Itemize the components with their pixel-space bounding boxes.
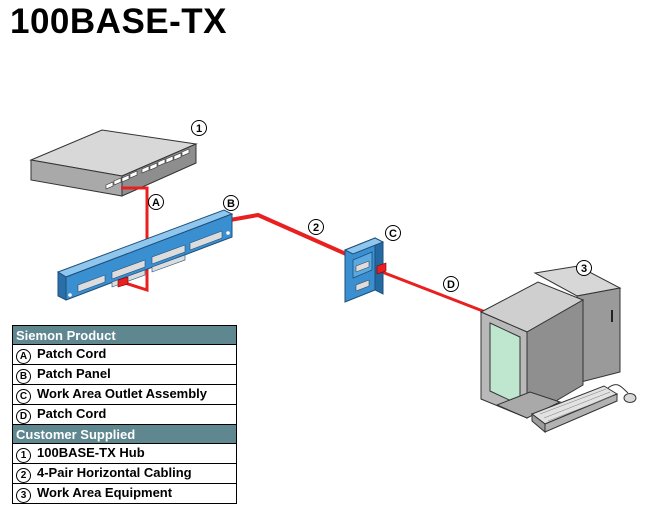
legend-marker: C	[16, 389, 31, 404]
callout-b-label: B	[227, 198, 235, 210]
callout-1-label: 1	[196, 123, 202, 135]
patch-panel	[56, 209, 234, 301]
callout-b: B	[223, 195, 239, 211]
callout-2: 2	[308, 219, 324, 235]
legend-row: A Patch Cord	[12, 344, 237, 365]
callout-a-label: A	[152, 197, 160, 209]
callout-2-label: 2	[313, 222, 319, 234]
legend-marker: 2	[16, 468, 31, 483]
legend-row: D Patch Cord	[12, 404, 237, 425]
legend-header-row: Customer Supplied	[12, 424, 237, 444]
work-area-outlet	[343, 237, 387, 303]
callout-c-label: C	[389, 228, 397, 240]
legend-marker: 1	[16, 448, 31, 463]
legend-marker: D	[16, 409, 31, 424]
legend-row: B Patch Panel	[12, 364, 237, 385]
legend-row: 1 100BASE-TX Hub	[12, 443, 237, 464]
callout-3: 3	[576, 260, 592, 276]
legend-marker: B	[16, 369, 31, 384]
legend-marker: 3	[16, 488, 31, 503]
legend-label: 100BASE-TX Hub	[37, 445, 145, 460]
legend-label: Patch Panel	[37, 366, 111, 381]
cable-patch-cord-d	[381, 270, 489, 315]
callout-c: C	[385, 225, 401, 241]
legend-label: Patch Cord	[37, 406, 107, 421]
legend-label: Patch Cord	[37, 346, 107, 361]
callout-d: D	[443, 276, 459, 292]
legend-header-customer: Customer Supplied	[12, 424, 237, 444]
cable-horizontal	[229, 212, 356, 260]
legend-label: 4-Pair Horizontal Cabling	[37, 465, 192, 480]
page-title: 100BASE-TX	[10, 2, 228, 41]
legend-header-row: Siemon Product	[12, 325, 237, 345]
callout-a: A	[148, 194, 164, 210]
callout-d-label: D	[447, 279, 455, 291]
callout-1: 1	[191, 120, 207, 136]
legend-row: 3 Work Area Equipment	[12, 483, 237, 504]
legend-row: C Work Area Outlet Assembly	[12, 384, 237, 405]
legend-header-siemon: Siemon Product	[12, 325, 237, 345]
legend-row: 2 4-Pair Horizontal Cabling	[12, 463, 237, 484]
hub-device	[29, 129, 198, 197]
legend-label: Work Area Equipment	[37, 485, 173, 500]
legend-label: Work Area Outlet Assembly	[37, 386, 208, 401]
legend-marker: A	[16, 349, 31, 364]
callout-3-label: 3	[581, 263, 587, 275]
workstation	[479, 265, 637, 434]
